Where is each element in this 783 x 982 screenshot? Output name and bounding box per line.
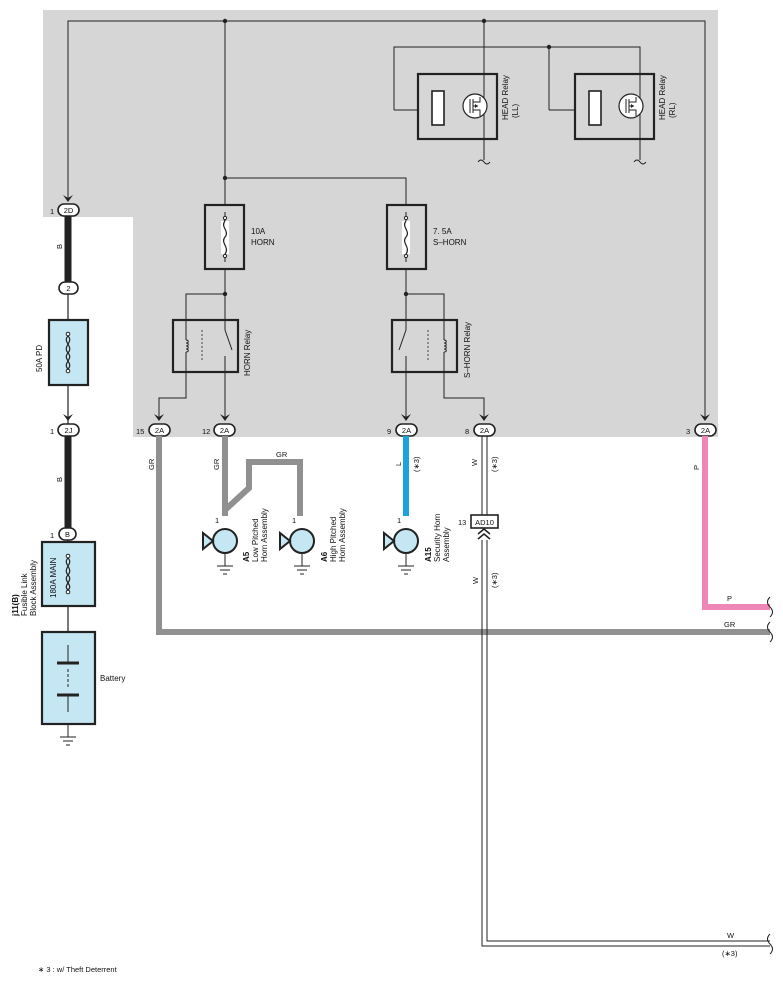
out-p-label: P bbox=[727, 594, 732, 603]
horn-relay-label: HORN Relay bbox=[243, 330, 252, 376]
wire-gr12-label: GR bbox=[212, 458, 221, 470]
horn-a15-line1: Security Horn bbox=[433, 514, 442, 562]
battery-label: Battery bbox=[100, 674, 125, 683]
horn-relay: HORN Relay bbox=[171, 318, 252, 376]
s-horn-relay-label: S–HORN Relay bbox=[463, 322, 472, 378]
wire-w-ad10-note: (∗3) bbox=[490, 572, 499, 588]
c2j-pin: 1 bbox=[50, 427, 54, 436]
horn-a6-id: A6 bbox=[320, 551, 329, 562]
s-horn-relay: S–HORN Relay bbox=[390, 318, 472, 378]
c2a-12-id: 2A bbox=[220, 426, 229, 435]
wire-gr-bridge-label: GR bbox=[276, 450, 288, 459]
wire-gr15-label: GR bbox=[147, 458, 156, 470]
head-relay-ll: HEAD Relay (LL) bbox=[394, 72, 520, 141]
fusible-link-id: j11(B) bbox=[11, 594, 20, 617]
c2a-9-pin: 9 bbox=[387, 427, 391, 436]
head-relay-ll-sub: (LL) bbox=[511, 103, 520, 118]
fuse-7-5a-name: S–HORN bbox=[433, 238, 467, 247]
c2a-15-id: 2A bbox=[155, 426, 164, 435]
horn-a15-id: A15 bbox=[424, 547, 433, 562]
relay-output-wires bbox=[158, 372, 485, 418]
c2a-8-id: 2A bbox=[480, 426, 489, 435]
wire-w-ad10-label: W bbox=[471, 576, 480, 584]
c2-id: 2 bbox=[66, 284, 70, 293]
c2j-id: 2J bbox=[65, 426, 73, 435]
horn-a15-line2: Assembly bbox=[442, 527, 451, 562]
horn-a6-pin: 1 bbox=[292, 516, 296, 525]
fusible-link-line1: Fusible Link bbox=[20, 572, 29, 616]
out-w-note: (∗3) bbox=[722, 949, 738, 958]
footnote: ∗ 3 : w/ Theft Deterrent bbox=[38, 965, 118, 974]
fuse-10a-rating: 10A bbox=[251, 227, 266, 236]
c2a-15-pin: 15 bbox=[136, 427, 144, 436]
connector-2a-row: 15 2A 12 2A 9 2A 8 2A 3 2A bbox=[136, 423, 717, 437]
fuse-10a-name: HORN bbox=[251, 238, 275, 247]
horn-a15-pin: 1 bbox=[397, 516, 401, 525]
fuse-7-5a-rating: 7. 5A bbox=[433, 227, 452, 236]
head-relay-rl-sub: (RL) bbox=[668, 102, 677, 118]
c2a-9-id: 2A bbox=[402, 426, 411, 435]
wire-l9-note: (∗3) bbox=[412, 456, 421, 472]
out-w-label: W bbox=[727, 931, 735, 940]
wire-w8-label: W bbox=[470, 458, 479, 466]
horn-a5-line2: Horn Assembly bbox=[260, 508, 269, 562]
head-relay-ll-label: HEAD Relay bbox=[501, 75, 510, 120]
horn-a15: 1 A15 Security Horn Assembly bbox=[383, 514, 451, 575]
junction-block-area bbox=[43, 10, 718, 437]
horn-a5-id: A5 bbox=[242, 551, 251, 562]
horn-a6: 1 A6 High Pitched Horn Assembly bbox=[279, 508, 347, 575]
horn-a5: 1 A5 Low Pitched Horn Assembly bbox=[202, 508, 269, 575]
cb-pin: 1 bbox=[50, 531, 54, 540]
head-relay-rl-label: HEAD Relay bbox=[658, 75, 667, 120]
horn-a5-line1: Low Pitched bbox=[251, 518, 260, 562]
wire-w8-note: (∗3) bbox=[490, 456, 499, 472]
horn-a5-pin: 1 bbox=[215, 516, 219, 525]
wire-p3-label: P bbox=[692, 465, 701, 470]
c2a-3-pin: 3 bbox=[686, 427, 690, 436]
horn-a6-line1: High Pitched bbox=[329, 517, 338, 562]
wire-l9-label: L bbox=[394, 462, 403, 466]
out-gr-label: GR bbox=[724, 620, 736, 629]
horn-a6-line2: Horn Assembly bbox=[338, 508, 347, 562]
fuse-180a-label: 180A MAIN bbox=[49, 557, 58, 598]
relay-feed-wires bbox=[185, 269, 445, 320]
c2d-pin: 1 bbox=[50, 207, 54, 216]
c2d-id: 2D bbox=[64, 206, 74, 215]
c2a-12-pin: 12 bbox=[202, 427, 210, 436]
harness-wires: GR GR GR L (∗3) W (∗3) 13 AD10 W (∗3) P … bbox=[147, 436, 773, 958]
c2a-8-pin: 8 bbox=[465, 427, 469, 436]
head-relay-rl: HEAD Relay (RL) bbox=[549, 72, 677, 141]
c2a-3-id: 2A bbox=[701, 426, 710, 435]
wire-b2-label: B bbox=[55, 477, 64, 482]
ad10-id: AD10 bbox=[475, 518, 494, 527]
cb-id: B bbox=[65, 530, 70, 539]
fusible-link-line2: Block Assembly bbox=[29, 560, 38, 616]
fuse-50a-label: 50A PD bbox=[35, 345, 44, 372]
wire-b1-label: B bbox=[55, 244, 64, 249]
ad10-pin: 13 bbox=[458, 518, 466, 527]
battery-column: 1 2D B 2 50A PD 1 2J B 1 B 180A MAI bbox=[11, 203, 125, 746]
